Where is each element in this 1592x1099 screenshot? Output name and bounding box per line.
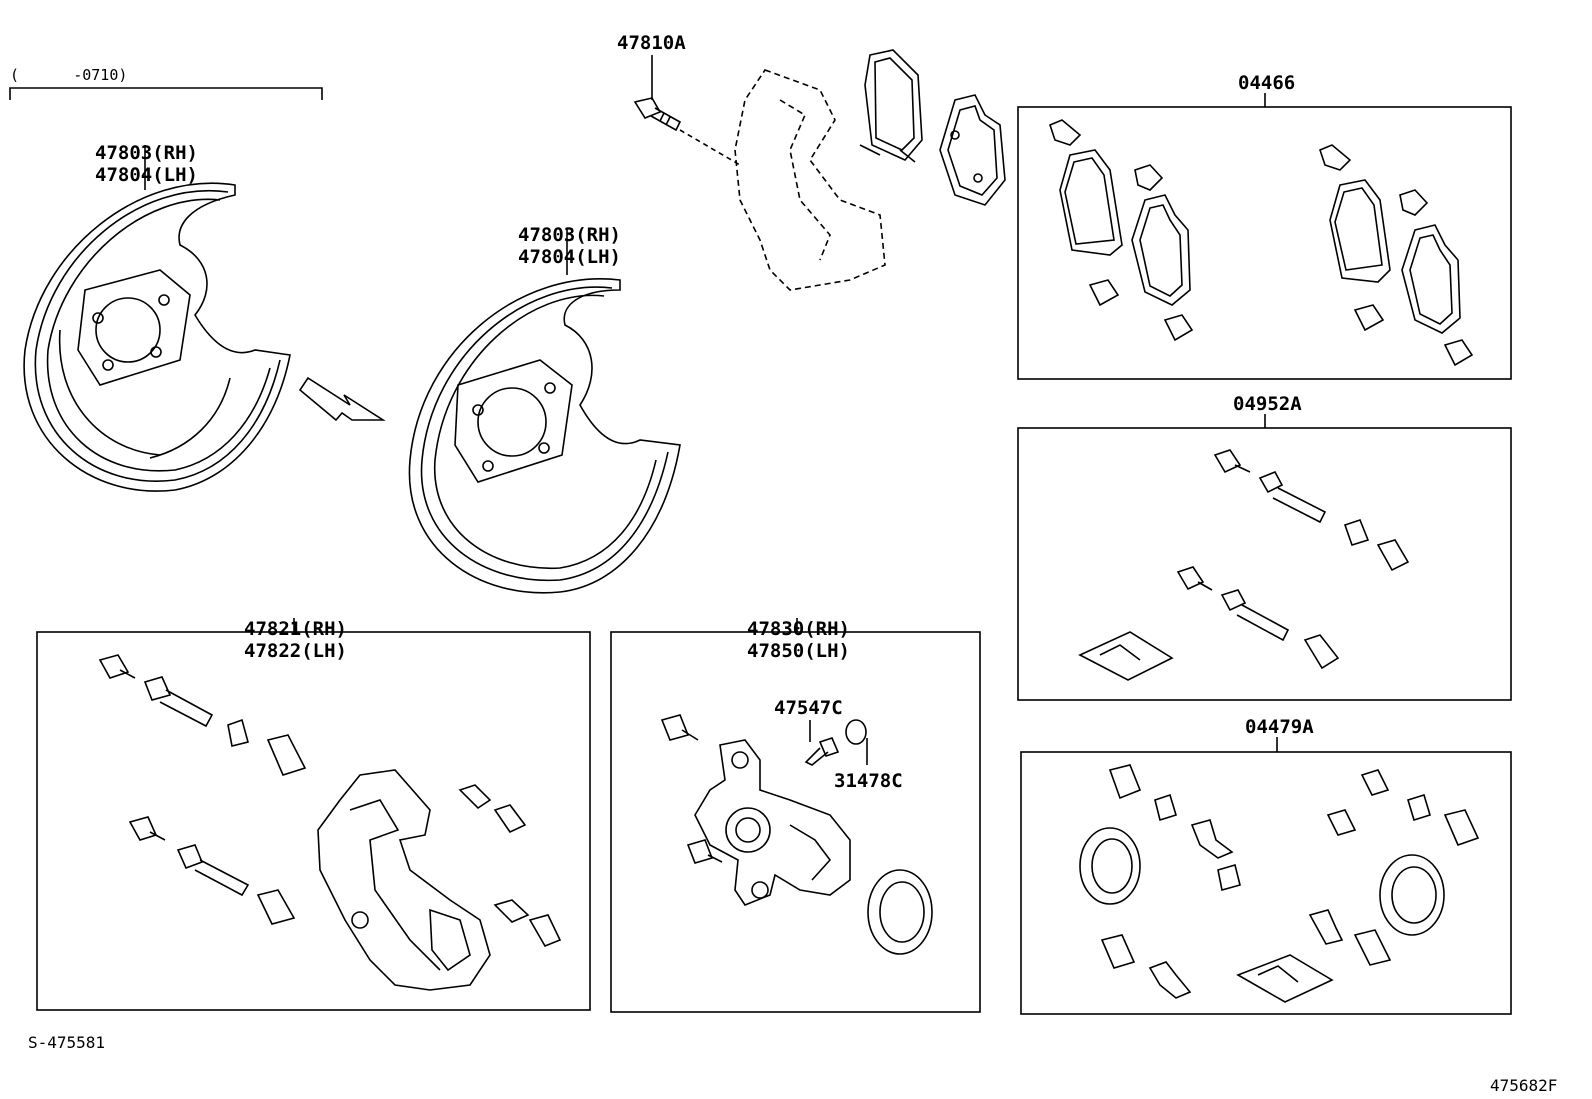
box-support-kit bbox=[1017, 427, 1512, 701]
box-cyl-kit bbox=[1020, 751, 1512, 1015]
brake-pad-icon bbox=[859, 49, 923, 163]
brake-pad-icon-2 bbox=[939, 94, 1006, 206]
caliper-bolts bbox=[660, 714, 723, 864]
label-bleeder: 47547C bbox=[774, 697, 843, 719]
footer-right: 475682F bbox=[1490, 1076, 1558, 1095]
range-bracket bbox=[9, 87, 323, 100]
clips bbox=[458, 784, 562, 948]
label-shield-mid: 47803(RH)47804(LH) bbox=[518, 224, 621, 268]
label-caliper: 47830(RH)47850(LH) bbox=[747, 618, 850, 662]
dust-shield-upper bbox=[23, 182, 291, 492]
box-pad-kit bbox=[1017, 106, 1512, 380]
mount-pins bbox=[98, 654, 307, 925]
bolt-leader-dashed bbox=[679, 129, 741, 166]
dust-shield-lower bbox=[408, 278, 681, 594]
footer-left: S-475581 bbox=[28, 1033, 106, 1052]
slide-pins-lower bbox=[1078, 566, 1340, 681]
seal-kit-right bbox=[1236, 769, 1480, 1003]
label-pad-kit: 04466 bbox=[1238, 72, 1296, 94]
label-shield-top: 47803(RH)47804(LH) bbox=[95, 142, 198, 186]
piston-seal bbox=[867, 869, 933, 955]
mounting-bracket-dashed bbox=[734, 69, 886, 291]
seal-kit-left bbox=[1079, 764, 1241, 999]
bolt-icon bbox=[633, 97, 682, 132]
label-support-kit: 04952A bbox=[1233, 393, 1302, 415]
pad-kit-left bbox=[1049, 119, 1194, 342]
label-mount: 47821(RH)47822(LH) bbox=[244, 618, 347, 662]
mounting-bracket bbox=[317, 769, 491, 991]
range-note: ( -0710) bbox=[10, 66, 128, 84]
pad-kit-right bbox=[1319, 144, 1474, 367]
caliper-body bbox=[694, 739, 851, 906]
arrow-icon bbox=[298, 376, 386, 422]
bleeder-icon bbox=[804, 737, 840, 766]
slide-pins-upper bbox=[1213, 449, 1410, 572]
label-cyl-kit: 04479A bbox=[1245, 716, 1314, 738]
box-caliper bbox=[610, 631, 981, 1013]
cap-icon bbox=[845, 719, 867, 745]
box-mount bbox=[36, 631, 591, 1011]
label-cap: 31478C bbox=[834, 770, 903, 792]
label-bolt: 47810A bbox=[617, 32, 686, 54]
